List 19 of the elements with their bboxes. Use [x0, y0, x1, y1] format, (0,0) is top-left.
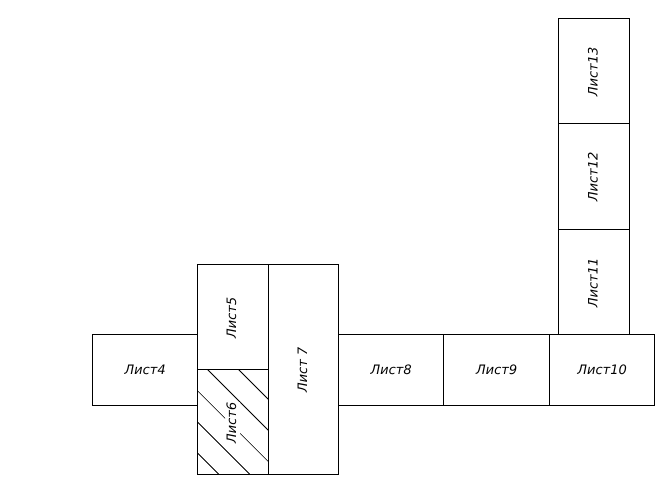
sheet-box: [338, 334, 444, 406]
sheet-label: Лист 7: [296, 346, 311, 392]
sheet-label: Лист8: [370, 362, 412, 378]
sheet-label: Лист10: [577, 362, 627, 378]
sheet-box: [558, 123, 630, 230]
sheet-box: [549, 334, 655, 406]
sheet-label: Лист11: [586, 257, 602, 307]
sheet-box: [558, 229, 630, 335]
sheet-box: [268, 264, 339, 475]
sheet-label: Лист12: [586, 152, 602, 202]
sheet-box: [443, 334, 550, 406]
sheet-label: Лист13: [586, 46, 602, 96]
sheet-label: Лист5: [226, 296, 240, 338]
sheet-label: Лист6: [226, 401, 240, 443]
sheet-box: [558, 18, 630, 124]
sheet-box: [92, 334, 198, 406]
sheet-label: Лист9: [476, 362, 518, 378]
sheet-label: Лист4: [124, 362, 166, 378]
hatched-sheet-box: [197, 369, 269, 475]
